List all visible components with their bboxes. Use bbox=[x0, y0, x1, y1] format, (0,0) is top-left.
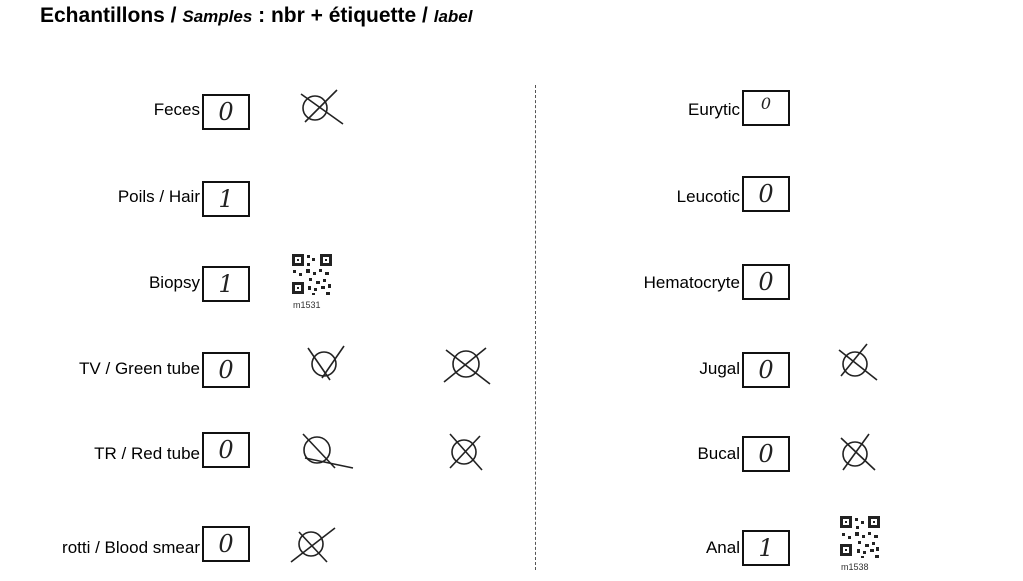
crossed-circle-icon bbox=[295, 428, 354, 472]
title-part-4: label bbox=[433, 7, 473, 26]
qr-code-icon: m1531 bbox=[290, 252, 342, 314]
sample-label-leucotic: Leucotic bbox=[676, 187, 740, 206]
crossed-circle-icon bbox=[440, 342, 496, 386]
sample-label-green-tube: TV / Green tube bbox=[79, 359, 200, 378]
crossed-circle-icon bbox=[295, 84, 351, 128]
column-divider bbox=[535, 85, 536, 570]
crossed-circle-icon bbox=[440, 428, 496, 472]
sample-count-leucotic[interactable]: 0 bbox=[742, 176, 790, 212]
crossed-circle-icon bbox=[835, 430, 891, 474]
sample-label-blood-smear: rotti / Blood smear bbox=[62, 538, 200, 557]
crossed-circle-icon bbox=[300, 342, 356, 386]
sample-count-anal[interactable]: 1 bbox=[742, 530, 790, 566]
title-part-3: : nbr + étiquette / bbox=[252, 4, 434, 27]
qr-code-icon: m1538 bbox=[838, 514, 890, 576]
sample-count-biopsy[interactable]: 1 bbox=[202, 266, 250, 302]
sample-label-hematocryte: Hematocryte bbox=[643, 273, 740, 292]
sample-count-jugal[interactable]: 0 bbox=[742, 352, 790, 388]
sample-count-red-tube[interactable]: 0 bbox=[202, 432, 250, 468]
sample-count-bucal[interactable]: 0 bbox=[742, 436, 790, 472]
sample-count-eurytic[interactable]: 0 bbox=[742, 90, 790, 126]
qr-code-id-anal: m1538 bbox=[841, 562, 869, 572]
sample-label-eurytic: Eurytic bbox=[688, 100, 740, 119]
sample-count-hair[interactable]: 1 bbox=[202, 181, 250, 217]
sample-count-blood-smear[interactable]: 0 bbox=[202, 526, 250, 562]
qr-code-id-biopsy: m1531 bbox=[293, 300, 321, 310]
sample-count-hematocryte[interactable]: 0 bbox=[742, 264, 790, 300]
sample-label-red-tube: TR / Red tube bbox=[94, 444, 200, 463]
sample-label-anal: Anal bbox=[705, 538, 740, 557]
title-part-2: Samples bbox=[182, 7, 253, 26]
crossed-circle-icon bbox=[285, 522, 341, 566]
sample-label-jugal: Jugal bbox=[699, 359, 740, 378]
sample-label-biopsy: Biopsy bbox=[148, 273, 200, 292]
sample-label-hair: Poils / Hair bbox=[117, 187, 200, 206]
sample-count-feces[interactable]: 0 bbox=[202, 94, 250, 130]
form-title: Echantillons / Samples : nbr + étiquette… bbox=[40, 4, 472, 28]
sample-count-green-tube[interactable]: 0 bbox=[202, 352, 250, 388]
sample-label-bucal: Bucal bbox=[697, 444, 740, 463]
title-part-1: Echantillons / bbox=[40, 4, 183, 27]
sample-label-feces: Feces bbox=[153, 100, 200, 119]
crossed-circle-icon bbox=[833, 340, 889, 384]
